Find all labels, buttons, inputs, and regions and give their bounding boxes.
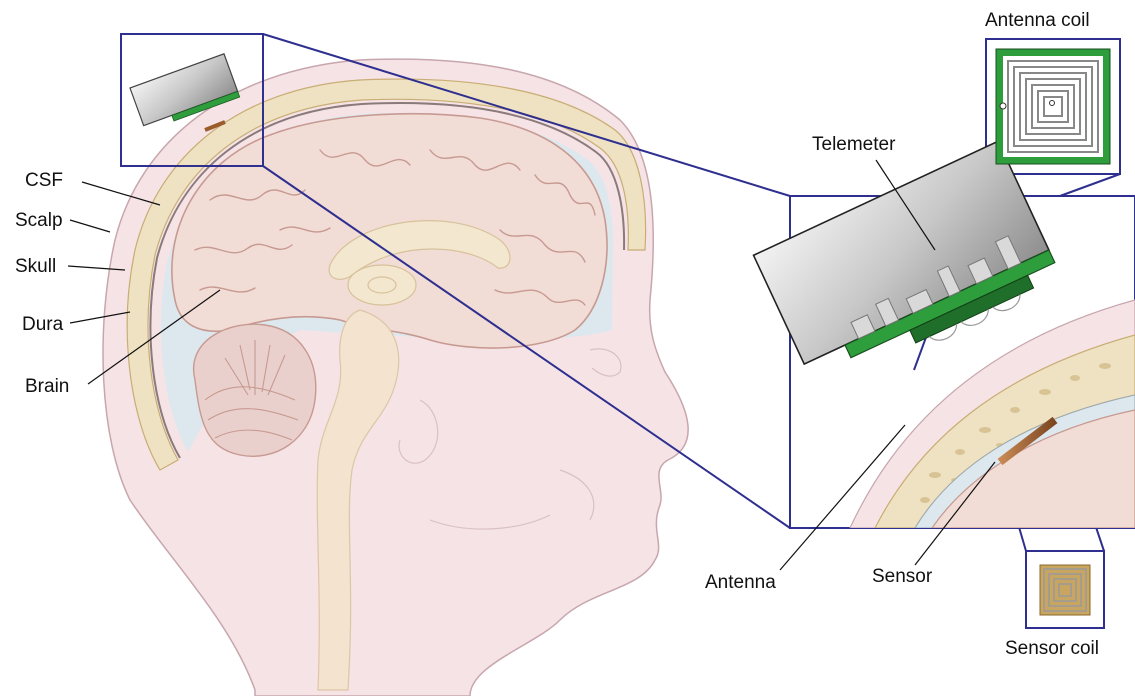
antenna-coil-detail (996, 49, 1110, 164)
label-brain: Brain (25, 376, 69, 397)
label-sensor-coil: Sensor coil (1005, 638, 1099, 659)
label-antenna-coil: Antenna coil (985, 10, 1090, 31)
label-csf: CSF (25, 170, 63, 191)
label-sensor: Sensor (872, 566, 933, 587)
sensor-coil-detail (1040, 565, 1090, 615)
label-dura: Dura (22, 314, 64, 335)
label-telemeter: Telemeter (812, 134, 896, 155)
cerebellum (194, 324, 316, 456)
thalamus (348, 265, 416, 305)
label-skull: Skull (15, 256, 56, 277)
head-cross-section (103, 59, 688, 696)
label-scalp: Scalp (15, 210, 63, 231)
label-antenna: Antenna (705, 572, 776, 593)
